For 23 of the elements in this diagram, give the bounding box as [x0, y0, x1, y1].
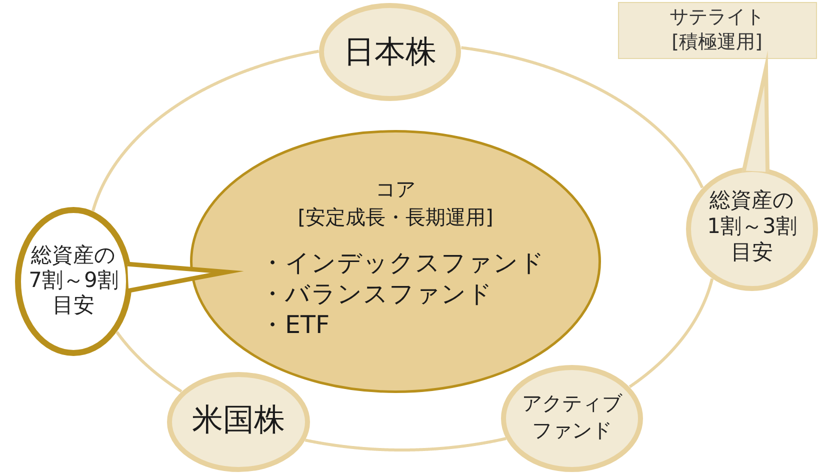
bubble-text: 総資産の7割～9割目安	[28, 242, 120, 318]
box-subheading: [積極運用]	[670, 30, 764, 54]
bubble-text: 総資産の1割～3割目安	[706, 187, 798, 265]
list-item: ・バランスファンド	[260, 278, 494, 309]
category-label: 米国株	[191, 400, 286, 440]
ring-line	[628, 278, 714, 388]
category-label: 日本株	[342, 32, 438, 72]
list-item: ・インデックスファンド	[260, 247, 546, 278]
ring-line	[460, 46, 704, 189]
category-oval	[501, 365, 643, 472]
ring-line	[91, 50, 320, 212]
core-heading: コア	[374, 176, 416, 202]
core-subheading: [安定成長・長期運用]	[296, 204, 494, 230]
core-ellipse	[190, 130, 601, 393]
ring-line	[115, 330, 183, 393]
speech-bubble	[15, 207, 132, 356]
category-label: アクティブファンド	[521, 390, 624, 444]
speech-bubble	[686, 167, 818, 291]
ring-line	[304, 437, 508, 452]
category-oval	[319, 3, 461, 101]
box-heading: サテライト	[668, 5, 766, 29]
list-item: ・ETF	[260, 309, 331, 340]
category-oval	[167, 372, 310, 472]
